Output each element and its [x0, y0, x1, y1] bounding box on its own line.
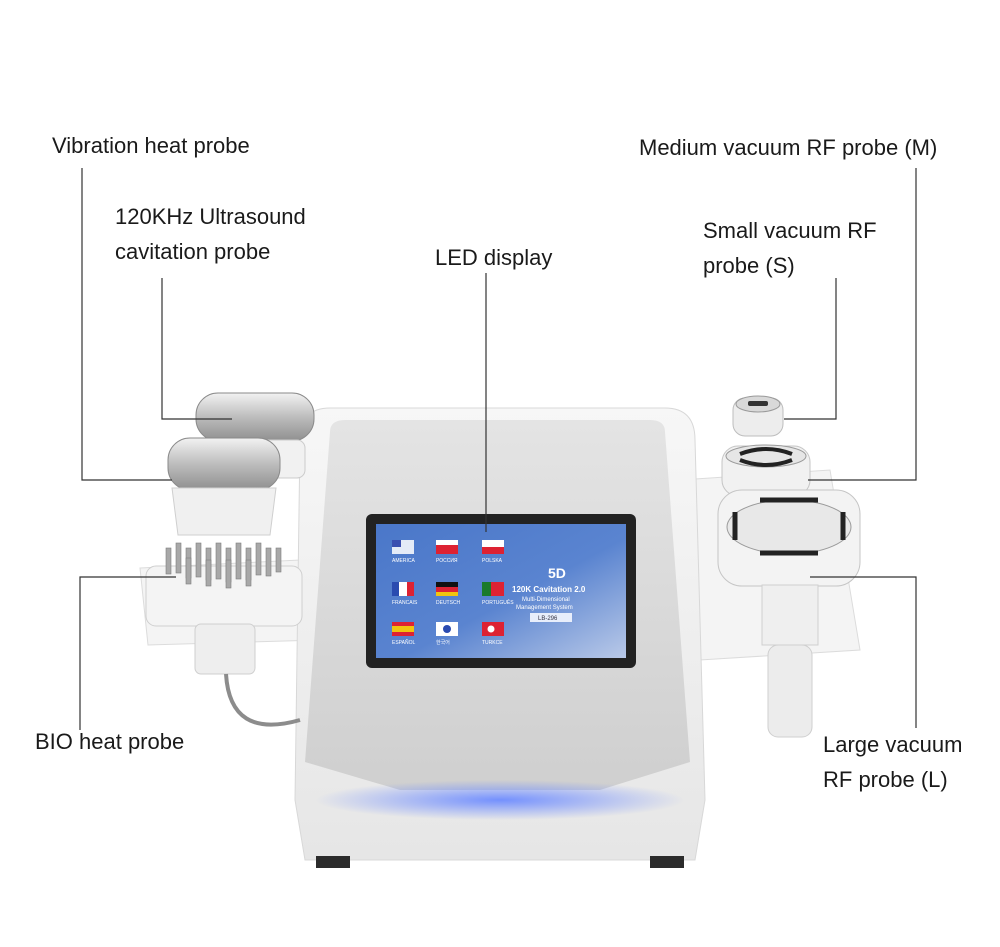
flag-turkey-crescent [487, 625, 495, 633]
brand-5d: 5D [548, 565, 566, 581]
label-text-line2: probe (S) [703, 253, 795, 278]
label-medium-rf-probe: Medium vacuum RF probe (M) [639, 130, 937, 165]
brand-sub1: Multi-Dimensional [522, 597, 570, 603]
label-ultrasound-probe: 120KHz Ultrasound cavitation probe [115, 199, 306, 269]
lang-1: РОССИЯ [436, 558, 458, 564]
flag-france-white [399, 582, 407, 596]
flag-germany-black [436, 582, 458, 587]
lang-7: 한국어 [436, 639, 450, 646]
label-text-line2: RF probe (L) [823, 767, 948, 792]
label-vibration-heat-probe: Vibration heat probe [52, 128, 250, 163]
bio-pins [165, 542, 282, 589]
label-text-line1: Large vacuum [823, 732, 963, 757]
label-large-rf-probe: Large vacuum RF probe (L) [823, 727, 962, 797]
label-small-rf-probe: Small vacuum RF probe (S) [703, 213, 877, 283]
language-names: AMERICA РОССИЯ POLSKA FRANCAIS DEUTSCH P… [392, 558, 514, 646]
leader-vibration [81, 168, 172, 481]
flag-america-canton [392, 540, 401, 547]
lang-4: DEUTSCH [436, 600, 461, 606]
label-text: Medium vacuum RF probe (M) [639, 135, 938, 160]
label-bio-heat-probe: BIO heat probe [35, 724, 184, 759]
leader-large [810, 576, 917, 728]
brand-title: 120K Cavitation 2.0 [512, 585, 586, 594]
label-text-line1: 120KHz Ultrasound [115, 204, 306, 229]
lang-2: POLSKA [482, 558, 503, 564]
small-vacuum-rf-probe [732, 395, 784, 437]
brand-sub2: Management System [516, 605, 573, 611]
leader-lines [79, 168, 917, 730]
device-foot [650, 856, 684, 868]
flag-korea-taeguk [443, 625, 451, 633]
flag-germany-gold [436, 592, 458, 596]
flag-france-red [407, 582, 414, 596]
bio-heat-probe [145, 565, 303, 727]
screen-branding: 5D 120K Cavitation 2.0 Multi-Dimensional… [512, 565, 586, 611]
lang-5: PORTUGUÊS [482, 598, 514, 606]
label-text: Vibration heat probe [52, 133, 250, 158]
flag-spain-band [392, 626, 414, 632]
model-number: LB-296 [538, 616, 558, 622]
ultrasound-cavitation-probe [167, 437, 281, 536]
label-text-line2: cavitation probe [115, 239, 271, 264]
lang-0: AMERICA [392, 558, 415, 564]
label-text-line1: Small vacuum RF [703, 218, 877, 243]
medium-vacuum-rf-probe [721, 444, 811, 497]
flag-germany-red [436, 587, 458, 592]
leader-medium [808, 168, 917, 481]
flag-russia-top [436, 540, 458, 545]
device-foot [316, 856, 350, 868]
label-led-display: LED display [435, 240, 552, 275]
flag-portugal-green [482, 582, 491, 596]
flag-portugal-red [491, 582, 504, 596]
large-vacuum-rf-probe [717, 489, 861, 738]
flag-poland-top [482, 540, 504, 547]
model-badge [530, 613, 572, 622]
label-text: BIO heat probe [35, 729, 185, 754]
lang-6: ESPAÑOL [392, 639, 415, 646]
label-text: LED display [435, 245, 553, 270]
leader-small [784, 278, 837, 420]
lang-3: FRANCAIS [392, 600, 418, 606]
led-glow [315, 780, 685, 820]
lang-8: TURKCE [482, 640, 503, 646]
flag-france-blue [392, 582, 399, 596]
leader-bio [79, 576, 176, 730]
language-flags [392, 540, 504, 636]
leader-ultrasound [161, 278, 232, 420]
